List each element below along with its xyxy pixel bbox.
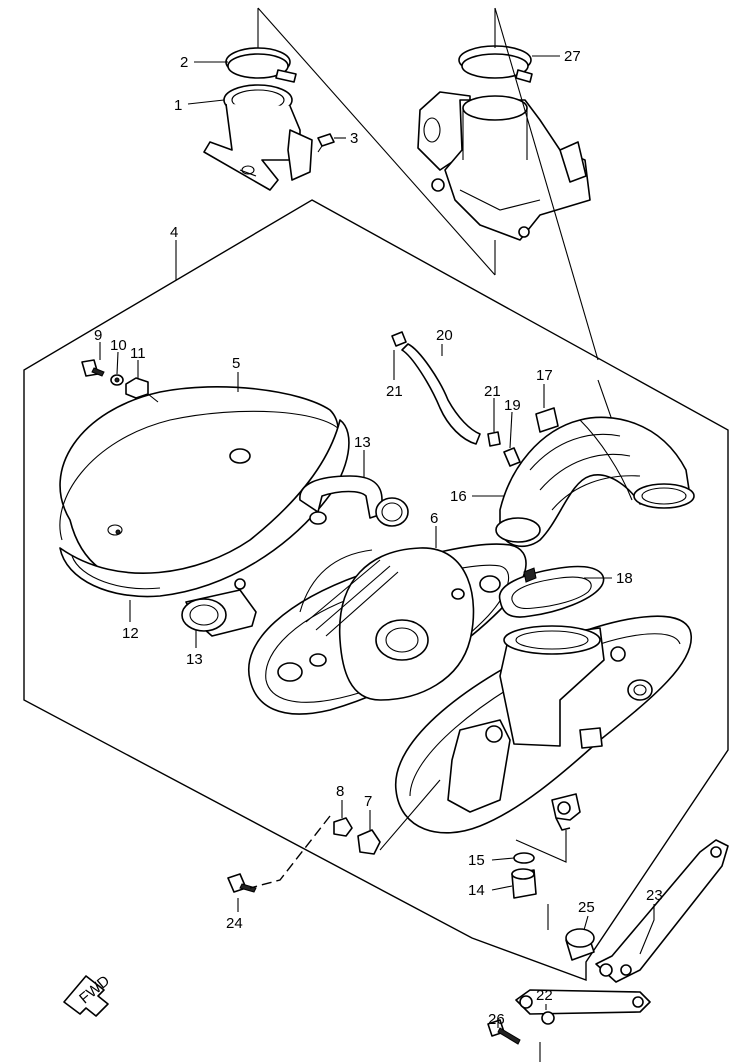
lower-center-hardware <box>511 793 581 899</box>
callout-6: 6 <box>430 510 438 527</box>
callout-labels: 2 1 3 27 4 5 9 10 11 13 20 21 21 19 17 1… <box>94 48 663 1028</box>
callout-17: 17 <box>536 367 553 384</box>
callout-3: 3 <box>350 130 358 147</box>
callout-13-upper: 13 <box>354 434 371 451</box>
small-parts-top <box>391 331 559 467</box>
callout-11: 11 <box>130 345 146 362</box>
filter-element-group <box>247 543 527 715</box>
lower-left-hardware <box>227 815 381 893</box>
callout-1: 1 <box>174 97 182 114</box>
seal-group <box>498 565 605 618</box>
callout-24: 24 <box>226 915 243 932</box>
callout-8: 8 <box>336 783 344 800</box>
air-cleaner-case-group <box>395 615 693 834</box>
callout-13-lower: 13 <box>186 651 203 668</box>
air-cleaner-cap-group <box>59 386 350 598</box>
callout-22: 22 <box>536 987 553 1004</box>
throttle-body-group <box>417 45 591 241</box>
callout-10: 10 <box>110 337 127 354</box>
callout-5: 5 <box>232 355 240 372</box>
leader-lines <box>99 55 655 1028</box>
callout-21-lower: 21 <box>484 383 501 400</box>
duct-lower <box>181 578 257 637</box>
outlet-tube-group <box>495 416 695 548</box>
callout-15: 15 <box>468 852 485 869</box>
callout-2: 2 <box>180 54 188 71</box>
air-cleaner-assy-outline <box>23 199 729 982</box>
callout-14: 14 <box>468 882 485 899</box>
callout-18: 18 <box>616 570 633 587</box>
callout-27: 27 <box>564 48 581 65</box>
fwd-arrow-icon: FWD <box>63 972 113 1017</box>
bolt-washer-cushion-group <box>81 359 159 403</box>
callout-25: 25 <box>578 899 595 916</box>
callout-20: 20 <box>436 327 453 344</box>
callout-16: 16 <box>450 488 467 505</box>
callout-9: 9 <box>94 327 102 344</box>
callout-26: 26 <box>488 1011 505 1028</box>
bracket-group <box>487 839 729 1062</box>
callout-7: 7 <box>364 793 372 810</box>
duct-upper <box>299 475 409 527</box>
callout-4: 4 <box>170 224 178 241</box>
callout-23: 23 <box>646 887 663 904</box>
callout-19: 19 <box>504 397 521 414</box>
intake-pipe-group <box>203 47 335 191</box>
callout-12: 12 <box>122 625 139 642</box>
callout-21-upper: 21 <box>386 383 403 400</box>
